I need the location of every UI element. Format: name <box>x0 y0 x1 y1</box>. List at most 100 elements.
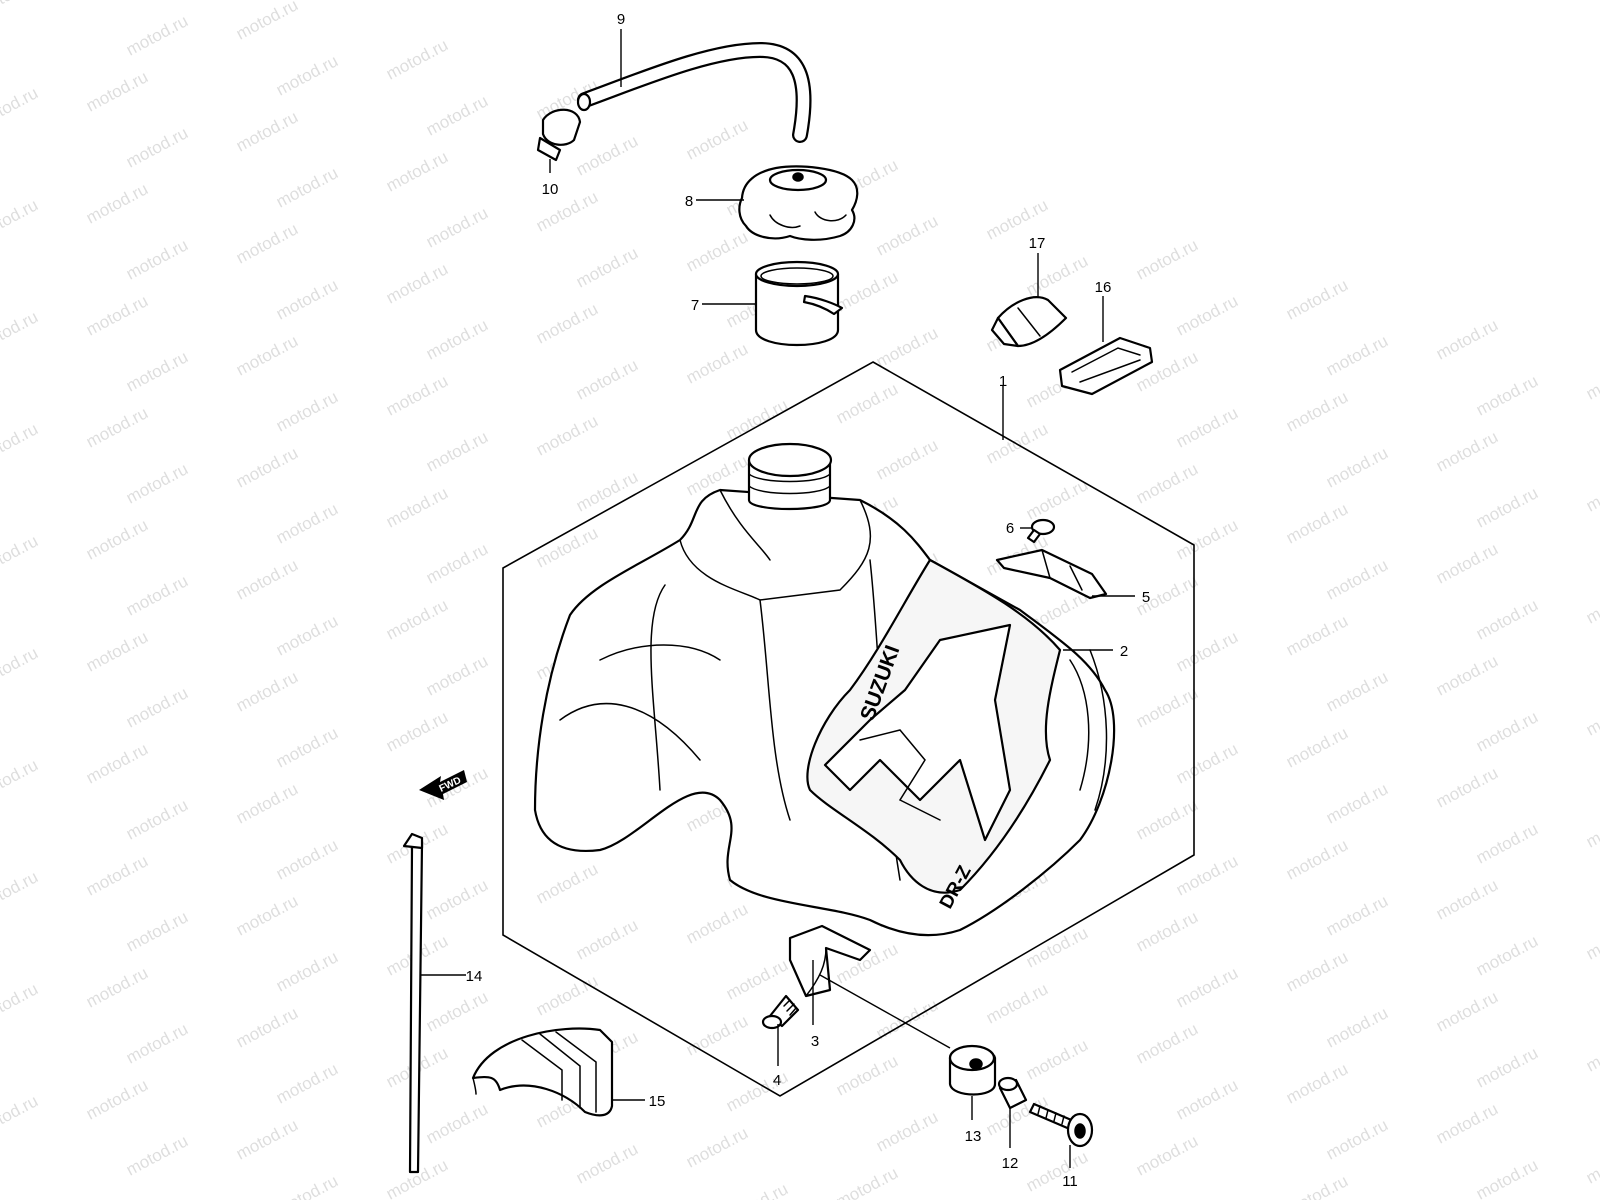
watermark-text: motod.ru <box>1583 1027 1600 1075</box>
callout-1[interactable]: 1 <box>999 373 1007 390</box>
callout-3[interactable]: 3 <box>811 1033 819 1050</box>
watermark-text: motod.ru <box>983 979 1051 1027</box>
watermark-text: motod.ru <box>1173 403 1241 451</box>
watermark-text: motod.ru <box>233 443 301 491</box>
watermark-text: motod.ru <box>1023 475 1091 523</box>
watermark-text: motod.ru <box>0 643 41 691</box>
tank-strap[interactable] <box>1058 336 1154 396</box>
watermark-text: motod.ru <box>1323 555 1391 603</box>
watermark-text: motod.ru <box>1133 1019 1201 1067</box>
callout-5[interactable]: 5 <box>1142 589 1150 606</box>
callout-10[interactable]: 10 <box>542 181 559 198</box>
watermark-text: motod.ru <box>873 323 941 371</box>
callout-4[interactable]: 4 <box>773 1072 781 1089</box>
watermark-text: motod.ru <box>0 531 41 579</box>
watermark-text: motod.ru <box>83 627 151 675</box>
mounting-bracket[interactable] <box>788 924 872 998</box>
watermark-text: motod.ru <box>0 1091 41 1139</box>
watermark-text: motod.ru <box>1323 443 1391 491</box>
callout-2[interactable]: 2 <box>1120 643 1128 660</box>
watermark-text: motod.ru <box>1323 1115 1391 1163</box>
fuel-cap[interactable] <box>738 165 859 241</box>
watermark-text: motod.ru <box>533 299 601 347</box>
watermark-text: motod.ru <box>873 1107 941 1155</box>
watermark-text: motod.ru <box>1323 779 1391 827</box>
flanged-bolt[interactable] <box>1028 1102 1094 1148</box>
watermark-text: motod.ru <box>1583 915 1600 963</box>
filler-ring[interactable] <box>754 260 844 347</box>
watermark-text: motod.ru <box>233 0 301 44</box>
watermark-text: motod.ru <box>1433 987 1501 1035</box>
watermark-text: motod.ru <box>1473 707 1541 755</box>
screw[interactable] <box>1026 518 1056 544</box>
watermark-text: motod.ru <box>1473 819 1541 867</box>
watermark-text: motod.ru <box>383 35 451 83</box>
watermark-text: motod.ru <box>83 1075 151 1123</box>
rubber-pad[interactable] <box>990 296 1068 348</box>
watermark-text: motod.ru <box>233 331 301 379</box>
callout-6[interactable]: 6 <box>1006 520 1014 537</box>
watermark-text: motod.ru <box>1173 291 1241 339</box>
watermark-text: motod.ru <box>233 779 301 827</box>
watermark-text: motod.ru <box>233 555 301 603</box>
watermark-text: motod.ru <box>0 923 1 971</box>
watermark-text: motod.ru <box>233 1003 301 1051</box>
watermark-text: motod.ru <box>533 411 601 459</box>
watermark-text: motod.ru <box>0 139 1 187</box>
watermark-text: motod.ru <box>1433 315 1501 363</box>
watermark-text: motod.ru <box>1133 683 1201 731</box>
tank-pad[interactable] <box>471 1027 614 1117</box>
callout-7[interactable]: 7 <box>691 297 699 314</box>
watermark-text: motod.ru <box>0 27 1 75</box>
watermark-text: motod.ru <box>273 51 341 99</box>
callout-15[interactable]: 15 <box>649 1093 666 1110</box>
callout-11[interactable]: 11 <box>1062 1173 1078 1190</box>
breather-hose[interactable] <box>576 41 812 143</box>
watermark-text: motod.ru <box>383 147 451 195</box>
watermark-text: motod.ru <box>1583 579 1600 627</box>
watermark-text: motod.ru <box>1323 331 1391 379</box>
watermark-text: motod.ru <box>123 683 191 731</box>
watermark-text: motod.ru <box>1283 835 1351 883</box>
collar[interactable] <box>997 1076 1028 1110</box>
watermark-text: motod.ru <box>683 1123 751 1171</box>
watermark-text: motod.ru <box>1133 235 1201 283</box>
callout-12[interactable]: 12 <box>1002 1155 1019 1172</box>
watermark-text: motod.ru <box>273 835 341 883</box>
watermark-text: motod.ru <box>0 0 41 20</box>
assembly-outline <box>502 361 1195 1097</box>
watermark-text: motod.ru <box>1283 723 1351 771</box>
tank-bracket[interactable] <box>995 548 1108 600</box>
watermark-text: motod.ru <box>233 107 301 155</box>
rubber-cushion[interactable] <box>948 1044 997 1096</box>
watermark-text: motod.ru <box>1473 595 1541 643</box>
watermark-text: motod.ru <box>1283 611 1351 659</box>
callout-9[interactable]: 9 <box>617 11 625 28</box>
watermark-text: motod.ru <box>423 875 491 923</box>
watermark-text: motod.ru <box>1173 739 1241 787</box>
watermark-text: motod.ru <box>1133 1131 1201 1179</box>
callout-17[interactable]: 17 <box>1029 235 1046 252</box>
callout-8[interactable]: 8 <box>685 193 693 210</box>
hose-clip[interactable] <box>536 108 582 162</box>
watermark-text: motod.ru <box>0 251 1 299</box>
tank-band[interactable] <box>402 832 424 1174</box>
watermark-text: motod.ru <box>123 11 191 59</box>
watermark-text: motod.ru <box>1473 1043 1541 1091</box>
callout-13[interactable]: 13 <box>965 1128 982 1145</box>
watermark-text: motod.ru <box>1433 1099 1501 1147</box>
watermark-text: motod.ru <box>1283 1059 1351 1107</box>
watermark-text: motod.ru <box>273 387 341 435</box>
watermark-text: motod.ru <box>1323 667 1391 715</box>
callout-16[interactable]: 16 <box>1095 279 1112 296</box>
callout-14[interactable]: 14 <box>466 968 483 985</box>
watermark-text: motod.ru <box>1433 427 1501 475</box>
watermark-text: motod.ru <box>1173 627 1241 675</box>
mounting-bolt[interactable] <box>761 994 800 1030</box>
watermark-text: motod.ru <box>0 363 1 411</box>
watermark-text: motod.ru <box>683 115 751 163</box>
watermark-text: motod.ru <box>123 907 191 955</box>
watermark-text: motod.ru <box>723 955 791 1003</box>
fuel-tank[interactable] <box>533 442 1116 937</box>
watermark-text: motod.ru <box>123 1131 191 1179</box>
